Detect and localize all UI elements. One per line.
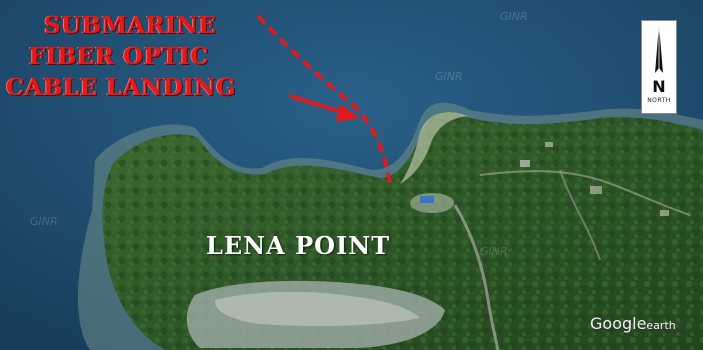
callout-arrow (289, 94, 346, 115)
callout-line: CABLE LANDING (6, 74, 237, 101)
credit-suffix: earth (646, 319, 676, 332)
credit-brand: Google (590, 314, 647, 333)
callout-line: FIBER OPTIC (29, 43, 210, 70)
watermark: GINR (500, 10, 528, 23)
callout-arrowhead (336, 104, 360, 122)
road (559, 169, 601, 261)
cable-route (256, 14, 392, 186)
road (453, 204, 500, 350)
north-arrow: N NORTH (641, 20, 677, 114)
north-letter: N (652, 77, 666, 96)
watermark: GINR (435, 70, 463, 83)
callout-line: SUBMARINE (44, 12, 217, 39)
watermark: GINR (30, 215, 58, 228)
north-arrow-icon (655, 25, 663, 73)
imagery-credit: Googleearth (590, 314, 676, 333)
cable-landing-callout: SUBMARINE FIBER OPTIC CABLE LANDING (6, 10, 296, 103)
beach-strip (400, 112, 468, 184)
building-blue-roof (420, 196, 434, 203)
road (479, 170, 691, 216)
place-label: LENA POINT (206, 231, 391, 260)
watermark: GINR (480, 245, 508, 258)
north-word: NORTH (647, 97, 671, 104)
